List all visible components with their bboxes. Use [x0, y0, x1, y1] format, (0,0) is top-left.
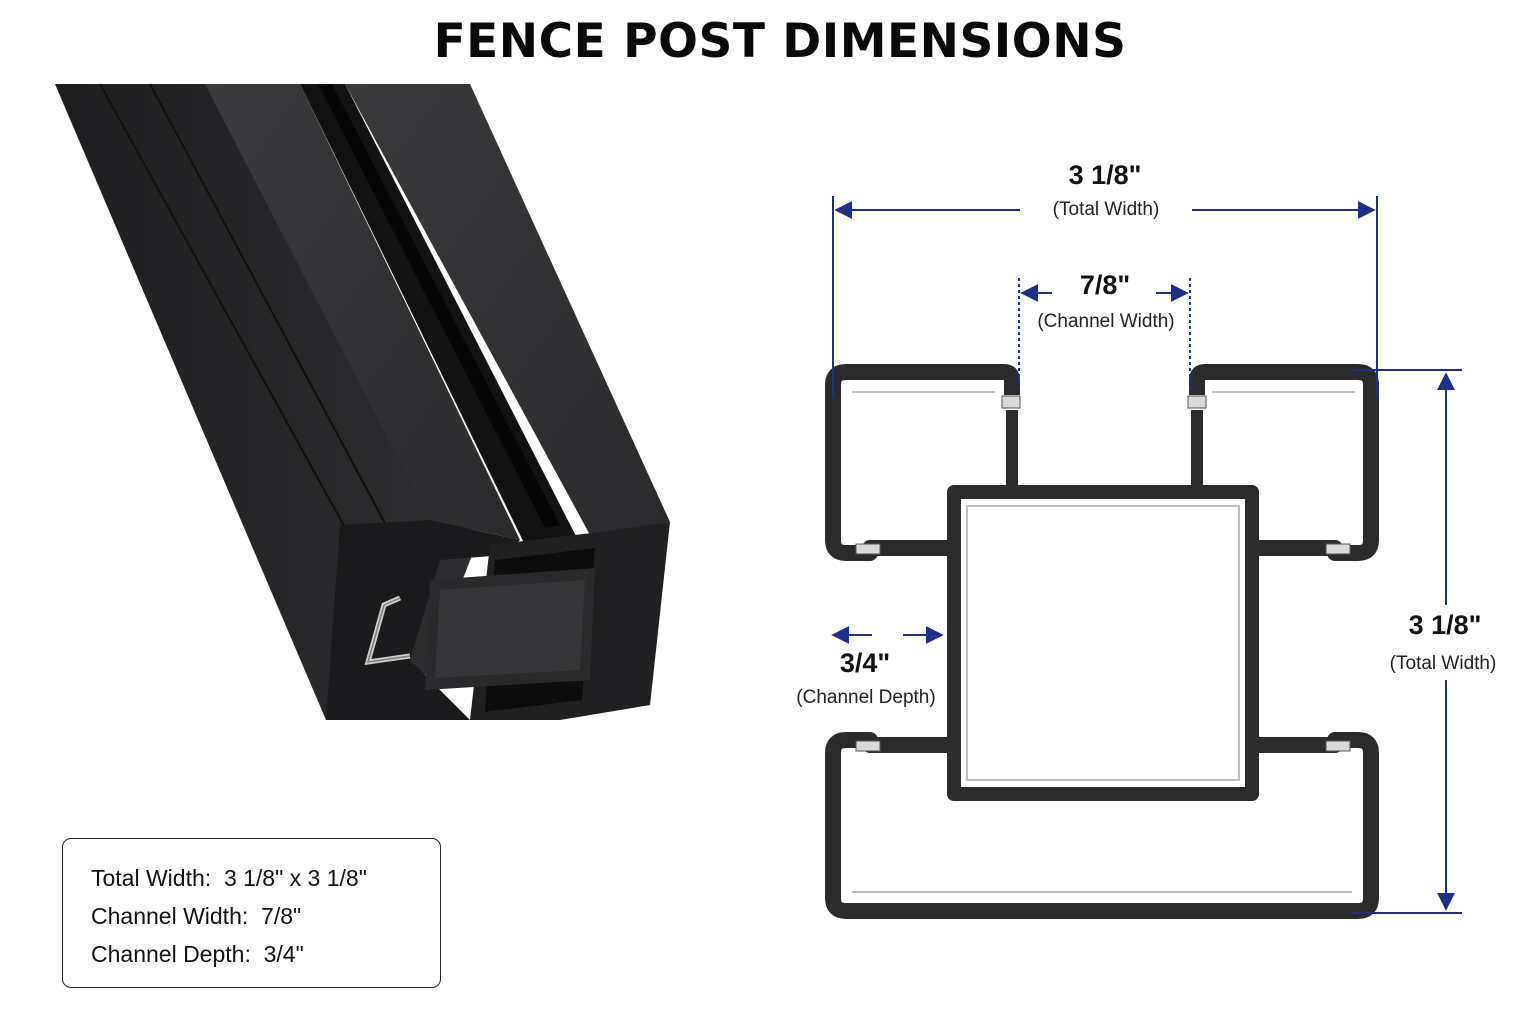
spec-value: 3 1/8" x 3 1/8" [223, 865, 367, 891]
spec-label: Total Width: [91, 865, 212, 891]
channel-depth-value: 3/4" [820, 648, 910, 679]
spec-label: Channel Depth: [91, 941, 251, 967]
spec-row-channel-width: Channel Width: 7/8" [91, 897, 440, 935]
spec-value: 3/4" [263, 941, 304, 967]
channel-depth-label: (Channel Depth) [787, 687, 945, 709]
spec-row-total-width: Total Width: 3 1/8" x 3 1/8" [91, 859, 440, 897]
channel-width-label: (Channel Width) [1024, 311, 1188, 333]
total-width-side-label: (Total Width) [1368, 653, 1518, 675]
spec-value: 7/8" [261, 903, 302, 929]
spec-label: Channel Width: [91, 903, 249, 929]
spec-row-channel-depth: Channel Depth: 3/4" [91, 935, 440, 973]
fence-post-illustration [55, 83, 670, 720]
total-width-top-value: 3 1/8" [1040, 160, 1170, 191]
page-title: FENCE POST DIMENSIONS [433, 14, 1127, 69]
total-width-side-value: 3 1/8" [1380, 610, 1510, 641]
channel-width-value: 7/8" [1060, 270, 1150, 301]
specs-box: Total Width: 3 1/8" x 3 1/8" Channel Wid… [62, 838, 441, 988]
total-width-top-label: (Total Width) [1030, 199, 1182, 221]
